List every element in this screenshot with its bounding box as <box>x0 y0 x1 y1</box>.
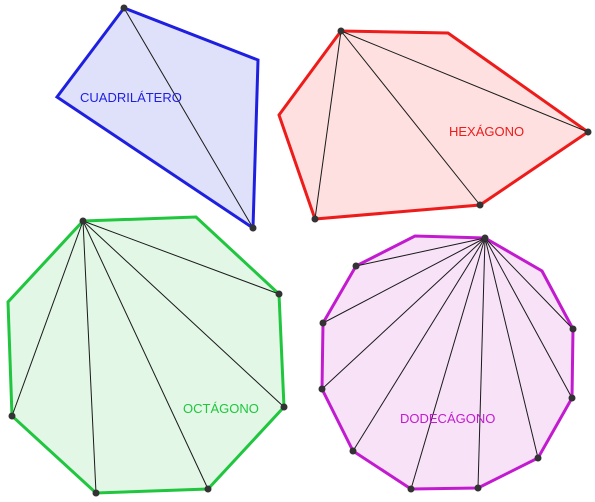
cuadrilatero-diagonal <box>123 7 254 229</box>
dodecagono-vertex-point <box>349 447 357 455</box>
dodecagono-vertex-point <box>352 262 360 270</box>
dodecagon-group: DODECÁGONO <box>318 234 577 493</box>
hexagon-label: HEXÁGONO <box>449 124 524 139</box>
quadrilateral-diagonals <box>123 7 254 229</box>
octagono-vertex-point <box>275 290 283 298</box>
quadrilateral-label: CUADRILÁTERO <box>80 90 182 105</box>
hexagono-vertex-point <box>311 215 319 223</box>
quadrilateral-group: CUADRILÁTERO <box>54 4 260 232</box>
dodecagon-shape <box>320 234 575 491</box>
dodecagono-diagonal <box>484 237 574 330</box>
hexagono-diagonal <box>340 30 589 133</box>
octagono-diagonal <box>82 220 285 408</box>
cuadrilatero-vertex-point <box>249 224 257 232</box>
octagono-vertex-point <box>92 489 100 497</box>
quadrilateral-vertices <box>120 4 257 232</box>
hexagono-diagonal <box>314 30 342 220</box>
cuadrilatero-vertex-point <box>120 4 128 12</box>
dodecagono-vertex-point <box>534 454 542 462</box>
octagon-diagonals <box>11 220 285 494</box>
octagono-vertex-point <box>280 403 288 411</box>
octagono-diagonal <box>82 220 209 490</box>
dodecagono-vertex-point <box>407 485 415 493</box>
octagono-diagonal <box>82 220 280 295</box>
octagon-vertices <box>8 217 288 497</box>
dodecagono-diagonal <box>410 237 486 490</box>
hexagono-vertex-point <box>337 27 345 35</box>
dodecagono-diagonal <box>322 237 486 324</box>
dodecagono-vertex-point <box>319 319 327 327</box>
dodecagon-diagonals <box>321 237 574 490</box>
octagono-vertex-point <box>79 217 87 225</box>
hexagon-shape <box>277 29 591 221</box>
dodecagono-vertex-point <box>474 484 482 492</box>
octagono-vertex-point <box>8 412 16 420</box>
octagon-group: OCTÁGONO <box>6 215 288 497</box>
hexagon-diagonals <box>314 30 589 220</box>
dodecagon-vertices <box>318 234 577 493</box>
octagon-label: OCTÁGONO <box>183 401 259 416</box>
dodecagono-diagonal <box>477 237 486 489</box>
octagono-diagonal <box>82 220 97 494</box>
hexagono-vertex-point <box>476 201 484 209</box>
hexagon-vertices <box>311 27 592 223</box>
dodecagono-vertex-point <box>568 394 576 402</box>
octagono-vertex-point <box>204 485 212 493</box>
dodecagono-vertex-point <box>318 385 326 393</box>
dodecagono-vertex-point <box>569 325 577 333</box>
quadrilateral-shape <box>54 6 260 231</box>
hexagono-vertex-point <box>584 128 592 136</box>
hexagono-diagonal <box>340 30 481 206</box>
dodecagono-diagonal <box>484 237 539 459</box>
dodecagono-diagonal <box>321 237 486 390</box>
dodecagono-vertex-point <box>481 234 489 242</box>
dodecagono-diagonal <box>484 237 573 399</box>
octagono-diagonal <box>11 220 84 417</box>
dodecagono-diagonal <box>355 237 486 267</box>
hexagon-group: HEXÁGONO <box>277 27 592 223</box>
dodecagono-diagonal <box>352 237 486 452</box>
dodecagon-label: DODECÁGONO <box>400 411 495 426</box>
